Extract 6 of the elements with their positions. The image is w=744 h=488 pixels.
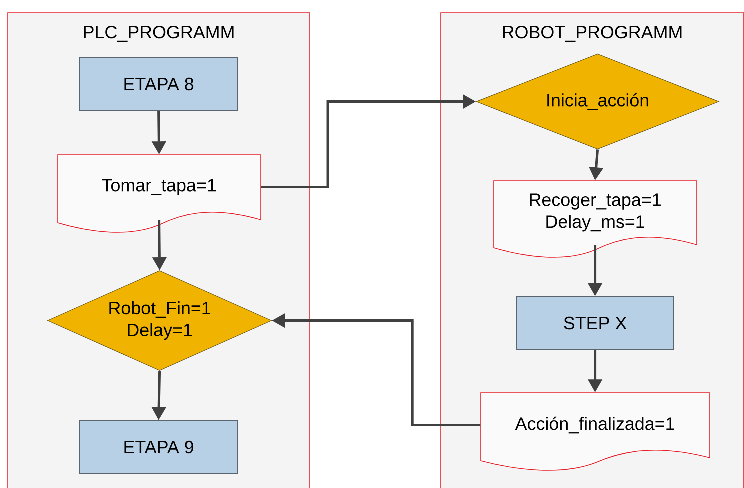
document-box: Recoger_tapa=1 Delay_ms=1 [494,180,698,258]
process-box: ETAPA 9 [79,420,238,474]
document-box: Acción_finalizada=1 [480,392,710,471]
document-box: Tomar_tapa=1 [58,154,262,233]
process-box: ETAPA 8 [79,57,238,112]
process-box: STEP X [516,296,674,350]
